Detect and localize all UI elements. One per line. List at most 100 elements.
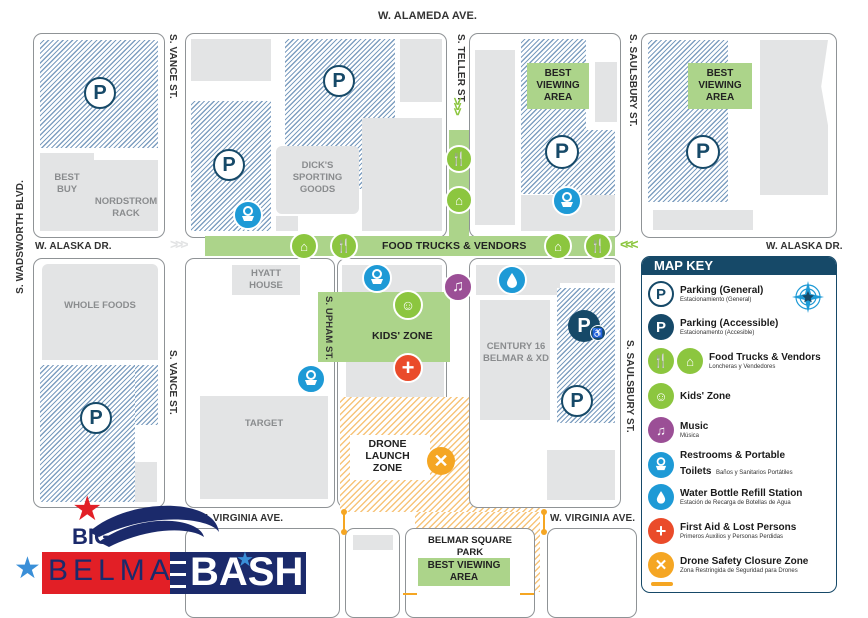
parking-icon[interactable]: P (561, 385, 593, 417)
building (353, 535, 393, 550)
music-icon[interactable]: ♫ (443, 272, 473, 302)
restroom-icon[interactable] (296, 364, 326, 394)
key-item-title: Food Trucks & Vendors (709, 351, 821, 363)
building-hyatt-house (232, 265, 300, 295)
key-item-drone-zone: ✕ Drone Safety Closure Zone Zona Restrin… (648, 552, 808, 578)
building-dicks (276, 146, 359, 214)
key-item-water-refill: Water Bottle Refill Station Estación de … (648, 484, 802, 510)
street-label-upham: S. UPHAM ST. (323, 296, 334, 361)
logo-belmar-banner (42, 552, 170, 594)
fork-knife-icon[interactable]: 🍴 (445, 145, 473, 173)
kids-zone-area (318, 292, 450, 362)
red-star-icon: ★ (72, 490, 103, 528)
street-label-alameda: W. ALAMEDA AVE. (378, 10, 478, 22)
label-best-buy: BEST BUY (54, 172, 80, 195)
key-item-title: Water Bottle Refill Station (680, 487, 803, 499)
logo-bash-banner (186, 552, 306, 594)
water-refill-icon[interactable] (497, 265, 527, 295)
building-best-buy (40, 153, 94, 231)
key-item-title: Music (680, 420, 709, 432)
parking-letter: P (577, 314, 591, 337)
drone-zone-icon: ✕ (648, 552, 674, 578)
building (547, 450, 615, 500)
key-item-title: Parking (General) (680, 284, 764, 296)
fork-knife-icon[interactable]: 🍴 (330, 232, 358, 260)
key-item-title: Restrooms & Portable (680, 450, 786, 461)
chevron-down-icon: >>> (449, 97, 466, 113)
label-food-trucks: FOOD TRUCKS & VENDORS (382, 240, 527, 252)
building (760, 40, 828, 195)
building (475, 50, 515, 225)
building (362, 118, 442, 231)
fork-knife-icon[interactable]: 🍴 (584, 232, 612, 260)
key-item-parking-general: P Parking (General) Estacionamiento (Gen… (648, 281, 763, 307)
barricade (543, 512, 545, 532)
vendor-tent-icon[interactable]: ⌂ (290, 232, 318, 260)
street-label-saulsbury-north: S. SAULSBURY ST. (627, 34, 638, 127)
key-item-title: Kids' Zone (680, 390, 731, 402)
restroom-icon[interactable] (552, 186, 582, 216)
vendor-tent-icon[interactable]: ⌂ (544, 232, 572, 260)
parking-icon[interactable]: P (323, 65, 355, 97)
key-item-parking-accessible: P Parking (Accessible) Estacionamento (A… (648, 314, 778, 340)
kids-zone-icon[interactable]: ☺ (393, 290, 423, 320)
blue-star-icon: ★ (236, 549, 254, 571)
key-item-subtitle: Zona Restringida de Seguridad para Drone… (680, 567, 798, 574)
vendor-tent-icon: ⌂ (677, 348, 703, 374)
vendor-tent-icon[interactable]: ⌂ (445, 186, 473, 214)
label-target: TARGET (244, 418, 284, 429)
building-whole-foods (42, 264, 158, 360)
barricade-end (341, 509, 347, 515)
drone-label-bg (350, 435, 430, 480)
street-label-alaska-east: W. ALASKA DR. (766, 241, 843, 252)
parking-icon[interactable]: P (213, 149, 245, 181)
key-item-subtitle: Baños y Sanitarios Portátiles (715, 470, 793, 476)
label-dicks: DICK'S SPORTING GOODS (292, 160, 343, 195)
key-item-subtitle: Estacionamento (Accesible) (680, 329, 755, 336)
key-item-music: ♫ Music Música (648, 417, 708, 443)
street-label-virginia-east: W. VIRGINIA AVE. (550, 513, 636, 524)
barricade (343, 512, 345, 532)
building (653, 210, 753, 230)
parking-lot (135, 365, 158, 425)
chevron-left-icon: <<< (620, 236, 638, 252)
block-south-virginia-east (547, 528, 637, 618)
restroom-icon (648, 451, 674, 478)
building-century-16 (480, 300, 550, 420)
parking-lot (40, 365, 135, 502)
wheelchair-icon: ♿ (590, 325, 606, 341)
accessible-parking-icon: P (648, 314, 674, 340)
logo-stripes (170, 552, 186, 594)
parking-icon[interactable]: P (80, 402, 112, 434)
drone-zone-icon[interactable]: ✕ (427, 447, 455, 475)
key-item-title: First Aid & Lost Persons (680, 521, 797, 533)
building-target (200, 396, 328, 499)
fork-knife-icon: 🍴 (648, 348, 674, 374)
parking-icon[interactable]: P (686, 135, 720, 169)
street-label-saulsbury-south: S. SAULSBURY ST. (624, 340, 635, 433)
key-item-kids-zone: ☺ Kids' Zone (648, 383, 731, 409)
label-century-16: CENTURY 16 BELMAR & XD (483, 341, 549, 364)
building-nordstrom-rack (94, 160, 158, 231)
key-item-subtitle: Estación de Recarga de Botellas de Agua (680, 499, 791, 506)
street-label-vance-south: S. VANCE ST. (167, 350, 178, 415)
barricade-icon (651, 582, 673, 586)
restroom-icon[interactable] (233, 200, 263, 230)
key-item-title: Parking (Accessible) (680, 317, 779, 329)
water-drop-icon (648, 484, 674, 510)
key-item-restrooms: Restrooms & Portable Toilets Baños y San… (648, 450, 793, 479)
restroom-icon[interactable] (362, 263, 392, 293)
barricade-end (341, 529, 347, 535)
key-item-subtitle: Primeros Auxilios y Personas Perdidas (680, 533, 784, 540)
first-aid-icon[interactable]: + (393, 353, 423, 383)
barricade-end (541, 529, 547, 535)
key-item-food-trucks: 🍴 ⌂ Food Trucks & Vendors Loncheras y Ve… (648, 348, 821, 374)
building (135, 462, 157, 502)
blue-star-icon: ★ (14, 552, 41, 585)
logo-big-text: BIG (72, 524, 112, 549)
parking-icon[interactable]: P (84, 77, 116, 109)
best-viewing-area: BEST VIEWING AREA (688, 63, 752, 109)
map-key: MAP KEY P Parking (General) Estacionamie… (641, 256, 837, 593)
parking-icon[interactable]: P (545, 135, 579, 169)
key-item-first-aid: + First Aid & Lost Persons Primeros Auxi… (648, 518, 796, 544)
